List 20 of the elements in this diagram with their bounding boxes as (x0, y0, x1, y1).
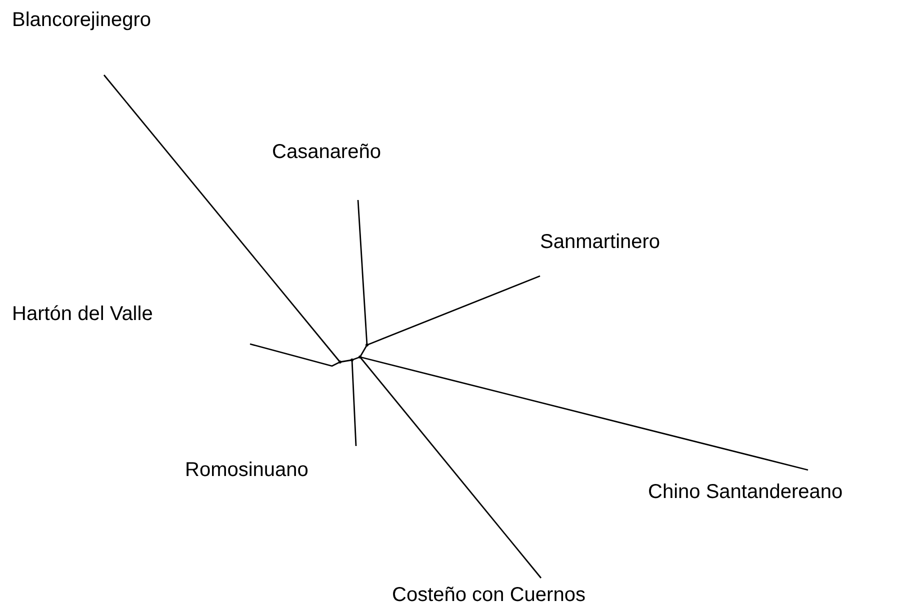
branch-junction (338, 360, 342, 364)
taxon-label: Romosinuano (185, 458, 308, 482)
tree-branch (357, 200, 368, 346)
tree-branch (103, 74, 341, 362)
taxon-label: Sanmartinero (540, 230, 660, 254)
taxon-label: Chino Santandereano (648, 480, 843, 504)
taxon-label: Casanareño (272, 140, 381, 164)
branch-junction (358, 356, 362, 358)
tree-branch (366, 275, 540, 346)
tree-branch (359, 356, 542, 578)
taxon-label: Hartón del Valle (12, 302, 153, 326)
taxon-label: Blancorejinegro (12, 8, 151, 32)
tree-branch (359, 344, 368, 358)
branch-junction (366, 344, 368, 346)
tree-branch (340, 359, 352, 363)
branch-junction (350, 358, 354, 362)
tree-branch (250, 343, 340, 367)
taxon-label: Costeño con Cuernos (392, 583, 586, 607)
tree-branch (351, 360, 357, 446)
tree-branch (360, 356, 808, 471)
